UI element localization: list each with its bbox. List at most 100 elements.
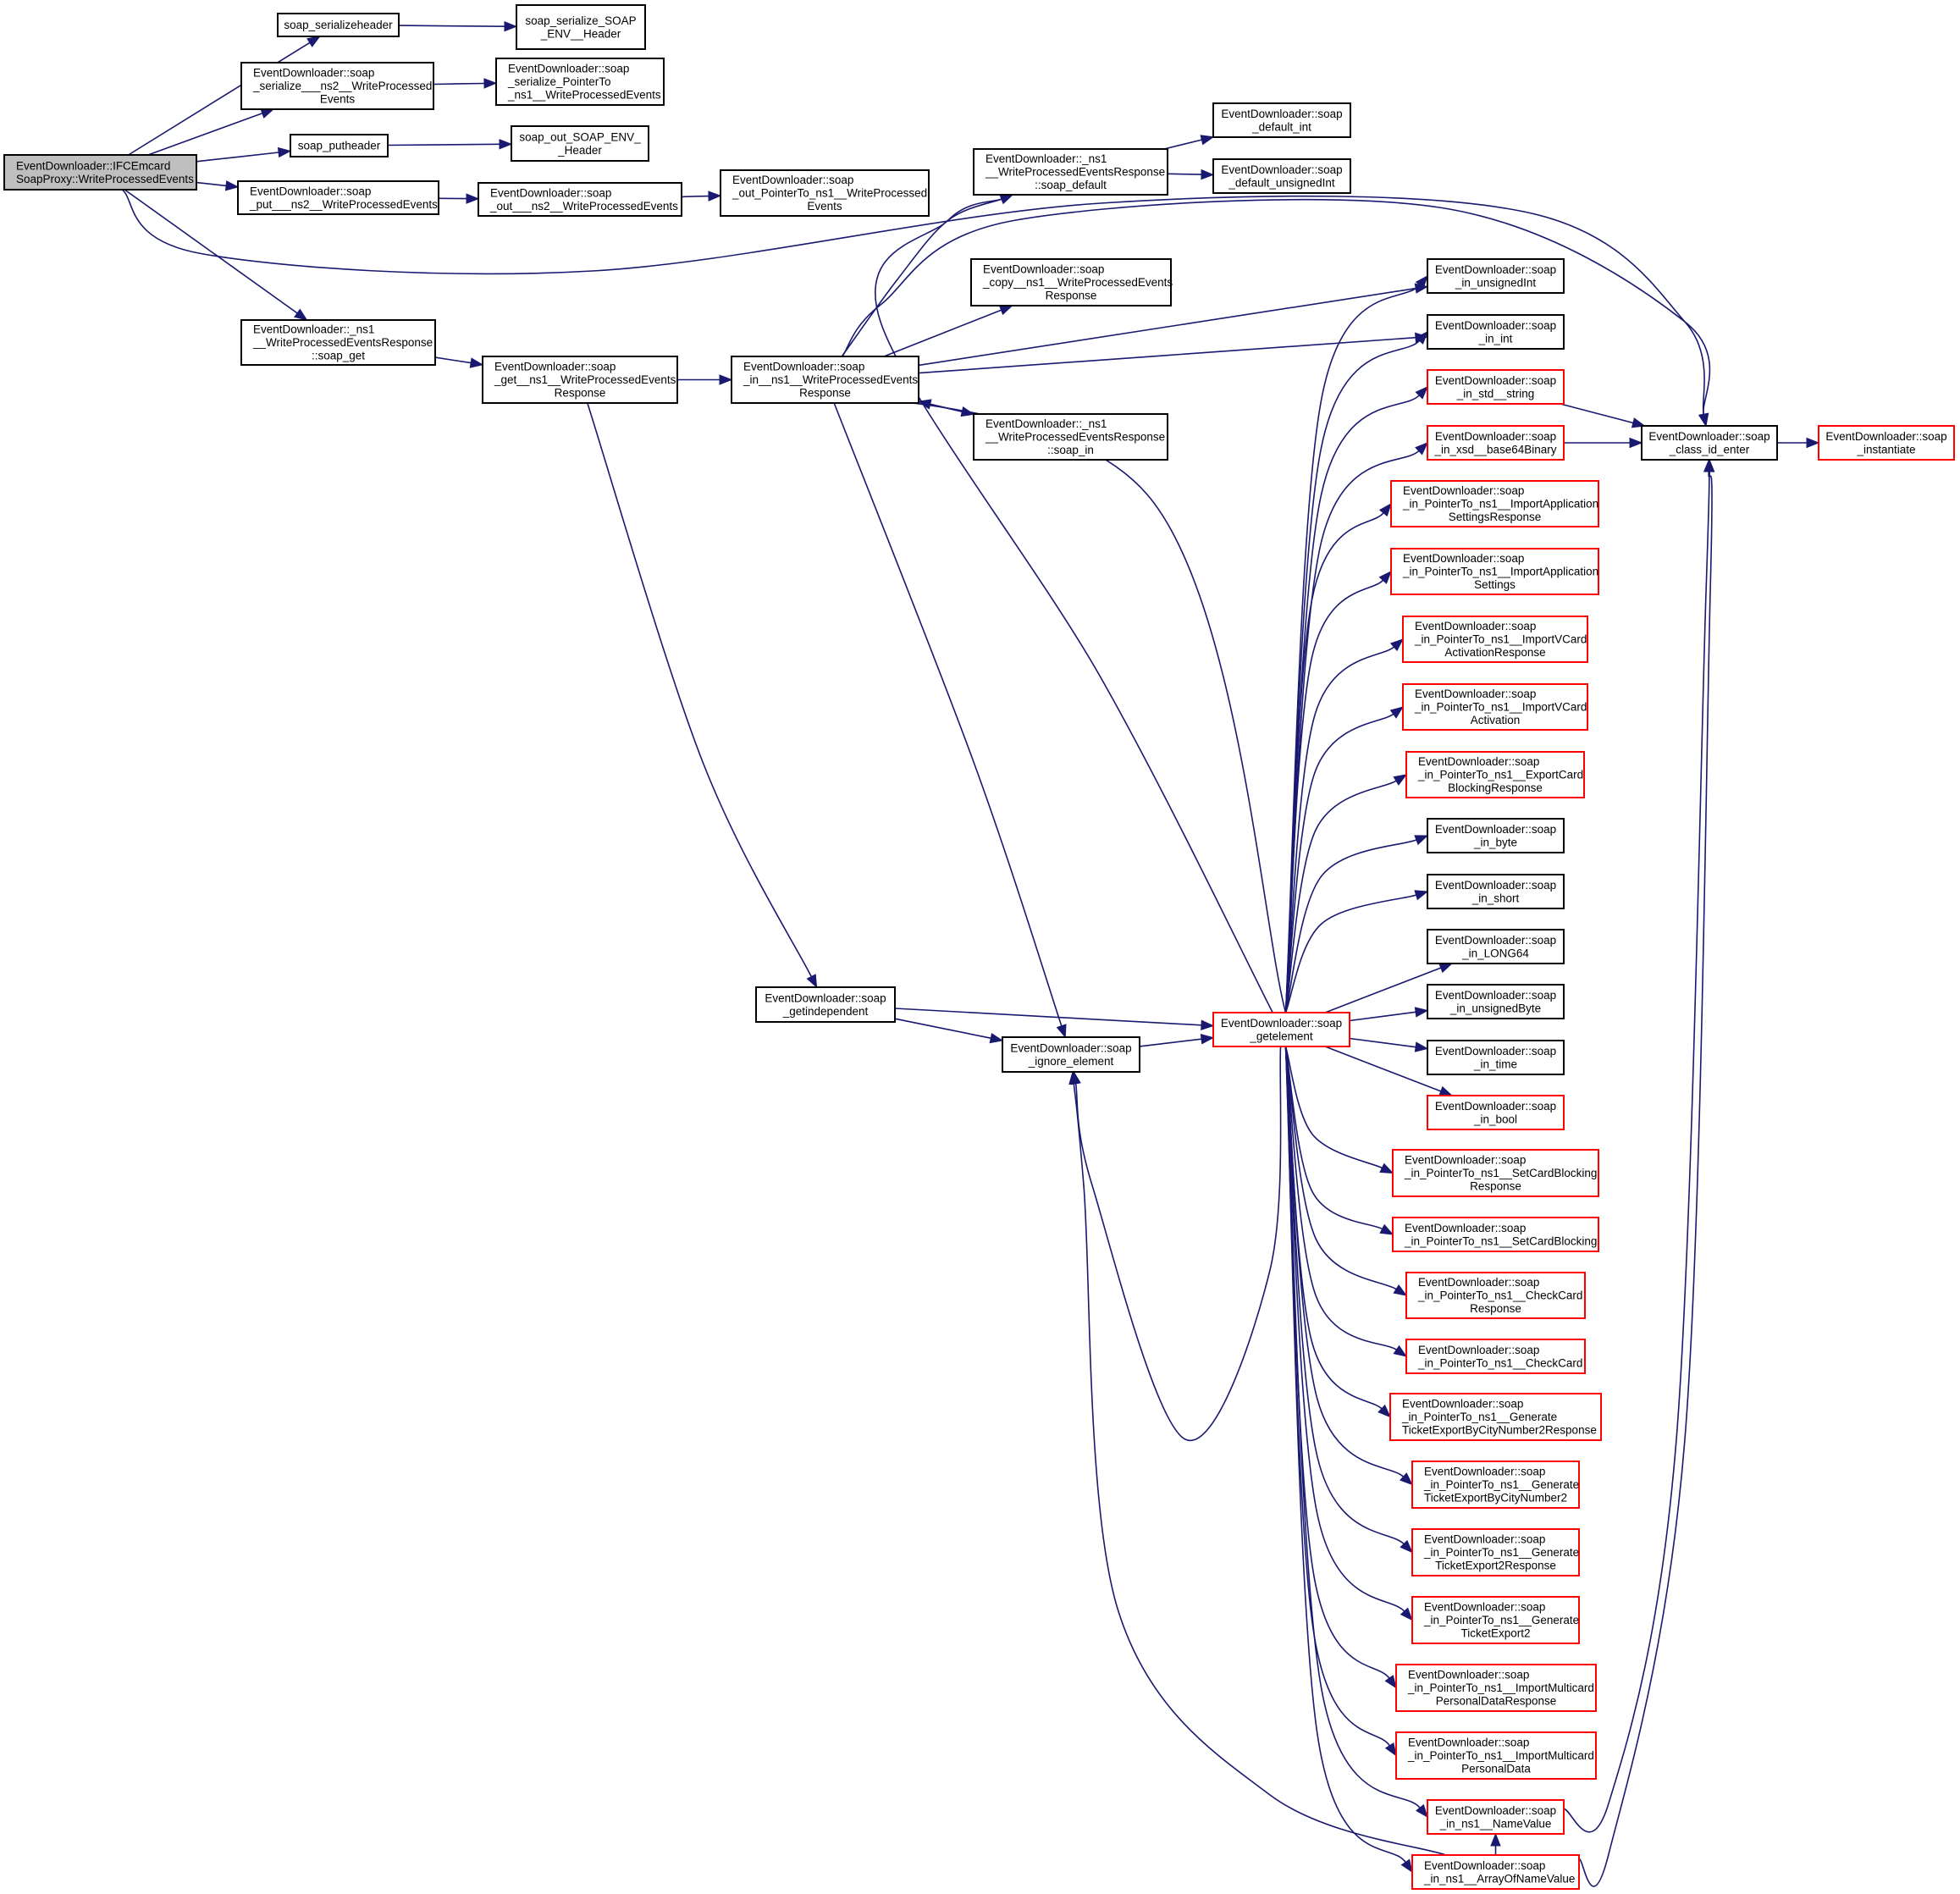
node-put-ns2[interactable]: EventDownloader::soap_put___ns2__WritePr… [237, 180, 439, 215]
node-in-bool[interactable]: EventDownloader::soap_in_bool [1427, 1095, 1565, 1130]
node-box [290, 134, 389, 157]
node-ignore-element[interactable]: EventDownloader::soap_ignore_element [1002, 1036, 1140, 1073]
node-in-ns1-wpe[interactable]: EventDownloader::soap_in__ns1__WriteProc… [731, 356, 919, 404]
edge-root-to-soap_get [124, 189, 308, 321]
arrowhead-icon [1703, 458, 1715, 472]
arrowhead-icon [483, 78, 498, 89]
node-in-byte[interactable]: EventDownloader::soap_in_byte [1427, 818, 1565, 853]
arrowhead-icon [1378, 1404, 1391, 1418]
arrowhead-icon [989, 1032, 1004, 1044]
node-copy-ns1[interactable]: EventDownloader::soap_copy__ns1__WritePr… [970, 258, 1173, 306]
arrowhead-icon [998, 305, 1013, 316]
edge-soap_get-to-get_ns1 [434, 356, 484, 368]
arrowhead-icon [1400, 1539, 1413, 1554]
edge-getelement-to-in_set_card_blocking_resp [1284, 1046, 1394, 1174]
edge-line [1563, 471, 1710, 1833]
node-in-time[interactable]: EventDownloader::soap_in_time [1427, 1040, 1565, 1075]
arrowhead-icon [1378, 502, 1392, 517]
node-out-ns2[interactable]: EventDownloader::soap_out___ns2__WritePr… [478, 182, 682, 217]
node-in-gen-ticket-city2-resp[interactable]: EventDownloader::soap_in_PointerTo_ns1__… [1389, 1393, 1602, 1441]
arrowhead-icon [1490, 1832, 1501, 1847]
node-label-line: _instantiate [1856, 443, 1915, 456]
node-in-set-card-blocking[interactable]: EventDownloader::soap_in_PointerTo_ns1__… [1392, 1217, 1599, 1252]
node-default-int[interactable]: EventDownloader::soap_default_int [1212, 102, 1351, 138]
node-in-set-card-blocking-resp[interactable]: EventDownloader::soap_in_PointerTo_ns1__… [1392, 1149, 1599, 1197]
node-box [1427, 929, 1565, 964]
node-in-check-card[interactable]: EventDownloader::soap_in_PointerTo_ns1__… [1405, 1339, 1586, 1374]
node-label-line: _in_byte [1473, 836, 1517, 848]
node-label-line: EventDownloader::soap [1435, 319, 1556, 332]
edge-getelement-to-in_time [1349, 1037, 1429, 1052]
node-in-gen-ticket-city2[interactable]: EventDownloader::soap_in_PointerTo_ns1__… [1411, 1461, 1580, 1509]
node-out-pointerto[interactable]: EventDownloader::soap_out_PointerTo_ns1_… [720, 169, 930, 217]
node-in-array-namevalue[interactable]: EventDownloader::soap_in_ns1__ArrayOfNam… [1411, 1854, 1580, 1890]
node-box [1818, 425, 1955, 461]
arrowhead-icon [504, 20, 518, 32]
node-in-unsignedint[interactable]: EventDownloader::soap_in_unsignedInt [1427, 258, 1565, 294]
node-default-unsignedint[interactable]: EventDownloader::soap_default_unsignedIn… [1212, 158, 1351, 194]
node-in-import-vcard-act[interactable]: EventDownloader::soap_in_PointerTo_ns1__… [1402, 683, 1588, 731]
node-in-import-vcard-act-resp[interactable]: EventDownloader::soap_in_PointerTo_ns1__… [1402, 616, 1588, 663]
node-in-import-app-settings[interactable]: EventDownloader::soap_in_PointerTo_ns1__… [1390, 548, 1599, 595]
node-instantiate[interactable]: EventDownloader::soap_instantiate [1818, 425, 1955, 461]
node-in-import-app-settings-resp[interactable]: EventDownloader::soap_in_PointerTo_ns1__… [1390, 480, 1599, 527]
node-in-long64[interactable]: EventDownloader::soap_in_LONG64 [1427, 929, 1565, 964]
node-getindependent[interactable]: EventDownloader::soap_getindependent [755, 986, 896, 1023]
edge-getelement-to-in_import_vcard_act [1284, 706, 1405, 1013]
node-in-check-card-resp[interactable]: EventDownloader::soap_in_PointerTo_ns1__… [1405, 1272, 1586, 1319]
node-box [1395, 1664, 1597, 1712]
node-in-import-multicard[interactable]: EventDownloader::soap_in_PointerTo_ns1__… [1395, 1731, 1597, 1780]
arrowhead-icon [1201, 168, 1215, 180]
arrowhead-icon [294, 308, 308, 321]
node-label-line: EventDownloader::soap [1435, 1100, 1556, 1113]
node-serializeheader[interactable]: soap_serializeheader [277, 13, 400, 37]
node-soap-default[interactable]: EventDownloader::_ns1__WriteProcessedEve… [973, 148, 1168, 196]
node-in-import-multicard-resp[interactable]: EventDownloader::soap_in_PointerTo_ns1__… [1395, 1664, 1597, 1712]
edge-getelement-to-ignore_element [1070, 1046, 1282, 1442]
node-putheader[interactable]: soap_putheader [290, 134, 389, 157]
node-serialize-pointerto[interactable]: EventDownloader::soap_serialize_PointerT… [495, 58, 665, 106]
arrowhead-icon [1414, 1041, 1429, 1052]
node-serialize-env-header[interactable]: soap_serialize_SOAP_ENV__Header [516, 4, 646, 50]
node-in-namevalue[interactable]: EventDownloader::soap_in_ns1__NameValue [1427, 1799, 1565, 1835]
node-in-short[interactable]: EventDownloader::soap_in_short [1427, 874, 1565, 909]
node-serialize-ns2[interactable]: EventDownloader::soap_serialize___ns2__W… [240, 62, 434, 110]
edge-getelement-to-in_gen_ticket2 [1284, 1046, 1413, 1621]
node-class-id-enter[interactable]: EventDownloader::soap_class_id_enter [1641, 425, 1778, 461]
node-in-int[interactable]: EventDownloader::soap_in_int [1427, 314, 1565, 350]
node-in-unsignedbyte[interactable]: EventDownloader::soap_in_unsignedByte [1427, 984, 1565, 1019]
arrowhead-icon [1415, 274, 1428, 290]
node-in-export-card-blocking-resp[interactable]: EventDownloader::soap_in_PointerTo_ns1__… [1405, 751, 1585, 798]
node-out-env-header[interactable]: soap_out_SOAP_ENV__Header [511, 125, 649, 162]
arrowhead-icon [1415, 386, 1428, 400]
edge-line [918, 336, 1416, 374]
node-in-gen-ticket2-resp[interactable]: EventDownloader::soap_in_PointerTo_ns1__… [1411, 1528, 1580, 1576]
node-getelement[interactable]: EventDownloader::soap_getelement [1212, 1012, 1350, 1047]
edge-getindependent-to-ignore_element [894, 1018, 1004, 1044]
node-box [1641, 425, 1778, 461]
node-get-ns1[interactable]: EventDownloader::soap_get__ns1__WritePro… [482, 356, 678, 404]
node-root[interactable]: EventDownloader::IFCEmcardSoapProxy::Wri… [3, 154, 197, 191]
edge-line [842, 198, 1711, 415]
node-label-line: EventDownloader::soap [1648, 430, 1770, 443]
edge-line [894, 1018, 991, 1039]
node-soap-in[interactable]: EventDownloader::_ns1__WriteProcessedEve… [973, 413, 1168, 461]
edge-line [1139, 1038, 1202, 1047]
node-label-line: TicketExport2 [1460, 1627, 1530, 1640]
edge-line [874, 198, 1273, 1013]
node-label-line: EventDownloader::soap [1435, 374, 1556, 387]
node-box [1411, 1461, 1580, 1509]
arrowhead-icon [499, 139, 513, 150]
node-soap-get[interactable]: EventDownloader::_ns1__WriteProcessedEve… [240, 319, 436, 366]
node-in-gen-ticket2[interactable]: EventDownloader::soap_in_PointerTo_ns1__… [1411, 1596, 1580, 1644]
node-in-xsd-base64[interactable]: EventDownloader::soap_in_xsd__base64Bina… [1427, 425, 1565, 461]
edge-line [1284, 579, 1384, 1013]
arrowhead-icon [1698, 412, 1709, 428]
node-in-std-string[interactable]: EventDownloader::soap_in_std__string [1427, 369, 1565, 405]
arrowhead-icon [1200, 135, 1215, 146]
arrowhead-icon [1415, 330, 1428, 345]
edge-line [1284, 839, 1417, 1013]
node-label-line: PersonalData [1461, 1763, 1531, 1775]
node-label-line: _out_PointerTo_ns1__WriteProcessed [732, 187, 927, 200]
node-label-line: SettingsResponse [1449, 511, 1542, 523]
